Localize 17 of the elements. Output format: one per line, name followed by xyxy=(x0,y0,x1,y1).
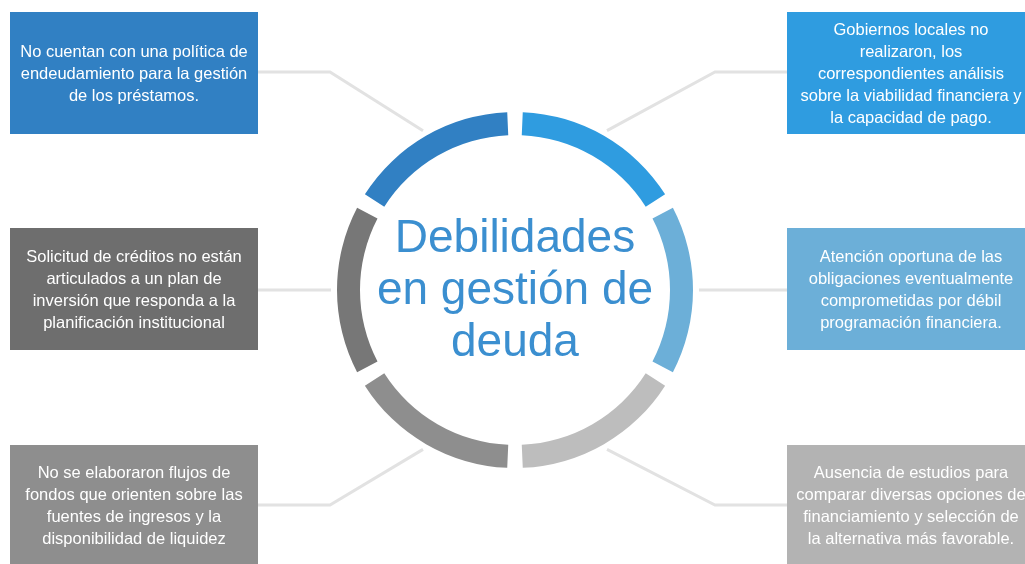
ring-segment xyxy=(652,207,693,373)
ring-segment xyxy=(364,373,509,468)
text-box: No se elaboraron flujos de fondos que orienten sobre las fuentes de ingresos y la disponibilidad de liquidez xyxy=(10,445,258,564)
text-box: No cuentan con una política de endeudamiento para la gestión de los préstamos. xyxy=(10,12,258,134)
ring-segment xyxy=(364,112,509,207)
connector-line xyxy=(258,70,424,132)
center-title: Debilidades en gestión de deuda xyxy=(375,210,655,366)
text-box: Ausencia de estudios para comparar diversas opciones de financiamiento y selección de la alternativa más favorable. xyxy=(787,445,1025,564)
connector-line xyxy=(258,448,424,507)
ring-segment xyxy=(521,112,666,207)
ring-segment xyxy=(337,207,378,373)
text-box: Solicitud de créditos no están articulados a un plan de inversión que responda a la planificación institucional xyxy=(10,228,258,350)
connector-line xyxy=(606,70,787,132)
text-box: Atención oportuna de las obligaciones eventualmente comprometidas por débil programación financiera. xyxy=(787,228,1025,350)
ring-segment xyxy=(521,373,666,468)
connector-line xyxy=(606,448,787,507)
text-box: Gobiernos locales no realizaron, los correspondientes análisis sobre la viabilidad financiera y la capacidad de pago. xyxy=(787,12,1025,134)
